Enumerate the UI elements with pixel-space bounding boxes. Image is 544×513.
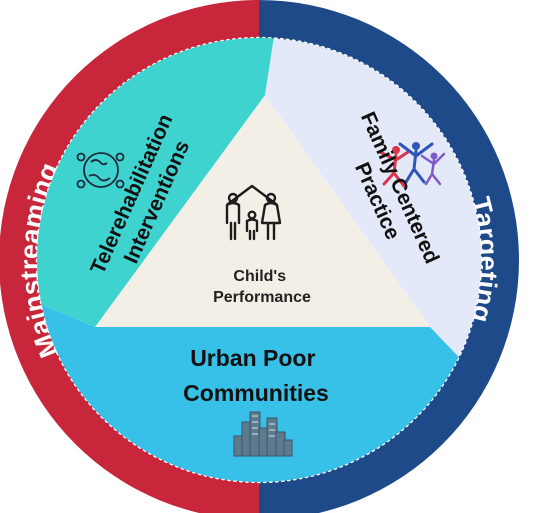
- urban-poor-label: Urban Poor Communities: [183, 345, 329, 406]
- people-jumping-icon: [378, 142, 446, 188]
- family-house-icon: [225, 184, 282, 241]
- city-buildings-icon: [233, 411, 293, 457]
- inner-disc: [37, 38, 481, 482]
- globe-people-icon: [76, 152, 125, 189]
- childs-performance-label: Child's Performance: [213, 268, 311, 306]
- center-triangle: [95, 95, 430, 327]
